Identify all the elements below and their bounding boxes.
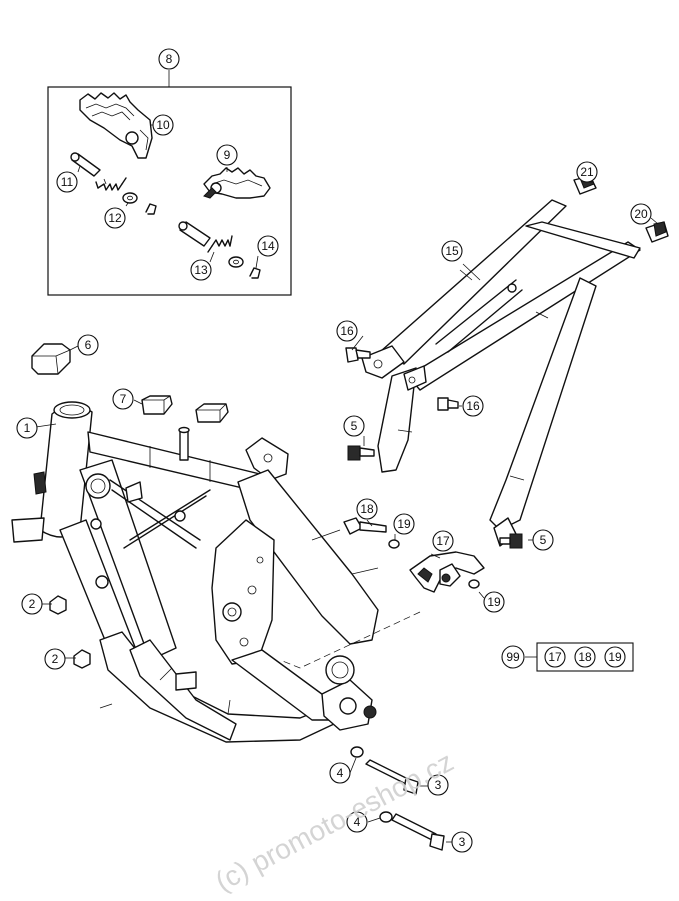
svg-text:15: 15 xyxy=(445,244,459,258)
washer-right xyxy=(228,256,244,268)
svg-text:3: 3 xyxy=(435,778,442,792)
main-frame xyxy=(11,401,379,743)
pin-left xyxy=(70,152,101,177)
svg-text:3: 3 xyxy=(459,835,466,849)
callout-20: 20 xyxy=(630,203,652,225)
svg-text:19: 19 xyxy=(487,595,501,609)
footpeg-kit-box xyxy=(47,86,292,296)
callout-6: 6 xyxy=(77,334,99,356)
plug-parts xyxy=(141,395,229,423)
chain-guide-group xyxy=(343,517,485,593)
svg-text:16: 16 xyxy=(340,324,354,338)
callout-8: 8 xyxy=(158,48,180,70)
kit-item-19: 19 xyxy=(604,646,626,668)
svg-text:5: 5 xyxy=(540,533,547,547)
callout-18: 18 xyxy=(356,498,378,520)
svg-text:12: 12 xyxy=(108,211,122,225)
clip-left xyxy=(145,203,157,215)
callout-21: 21 xyxy=(576,161,598,183)
svg-text:6: 6 xyxy=(85,338,92,352)
callout-4-lower: 4 xyxy=(346,811,368,833)
spring-right xyxy=(207,235,233,253)
callout-12: 12 xyxy=(104,207,126,229)
callout-13: 13 xyxy=(190,259,212,281)
svg-text:21: 21 xyxy=(580,165,594,179)
callout-2-lower: 2 xyxy=(44,648,66,670)
nuts xyxy=(49,595,91,669)
callout-2-upper: 2 xyxy=(21,593,43,615)
swingarm-bolts xyxy=(350,746,445,851)
svg-text:18: 18 xyxy=(578,650,592,664)
svg-text:20: 20 xyxy=(634,207,648,221)
end-caps xyxy=(573,175,669,243)
svg-text:11: 11 xyxy=(61,175,74,189)
svg-text:13: 13 xyxy=(194,263,208,277)
svg-text:99: 99 xyxy=(506,650,520,664)
svg-text:17: 17 xyxy=(548,650,562,664)
footpeg-left xyxy=(79,92,153,159)
callout-19-upper: 19 xyxy=(393,513,415,535)
svg-text:9: 9 xyxy=(224,148,231,162)
callout-5-lower: 5 xyxy=(532,529,554,551)
clip-right xyxy=(249,267,261,279)
callout-7: 7 xyxy=(112,388,134,410)
callout-5-upper: 5 xyxy=(343,415,365,437)
svg-text:4: 4 xyxy=(354,815,361,829)
washer-left xyxy=(122,192,138,204)
svg-text:16: 16 xyxy=(466,399,480,413)
callout-17: 17 xyxy=(432,530,454,552)
svg-text:8: 8 xyxy=(166,52,173,66)
svg-text:1: 1 xyxy=(24,421,31,435)
kit-99-box: 99 17 18 19 xyxy=(501,642,634,672)
svg-text:2: 2 xyxy=(52,652,59,666)
callout-10: 10 xyxy=(152,114,174,136)
callout-3-lower: 3 xyxy=(451,831,473,853)
callout-9: 9 xyxy=(216,144,238,166)
svg-text:4: 4 xyxy=(337,766,344,780)
callout-19-lower: 19 xyxy=(483,591,505,613)
callout-15: 15 xyxy=(441,240,463,262)
callout-1: 1 xyxy=(16,417,38,439)
kit-item-18: 18 xyxy=(574,646,596,668)
svg-text:19: 19 xyxy=(608,650,622,664)
svg-text:17: 17 xyxy=(436,534,450,548)
svg-text:18: 18 xyxy=(360,502,374,516)
svg-text:7: 7 xyxy=(120,392,127,406)
subframe-bolts xyxy=(345,347,523,549)
svg-text:5: 5 xyxy=(351,419,358,433)
kit-item-17: 17 xyxy=(544,646,566,668)
callout-16-right: 16 xyxy=(462,395,484,417)
cap-part xyxy=(31,343,71,375)
callout-11: 11 xyxy=(56,171,78,193)
callout-14: 14 xyxy=(257,235,279,257)
footpeg-kit-group xyxy=(47,70,292,296)
svg-text:14: 14 xyxy=(261,239,275,253)
callout-99: 99 xyxy=(501,645,525,669)
svg-text:10: 10 xyxy=(156,118,170,132)
callout-4-upper: 4 xyxy=(329,762,351,784)
leader-lines xyxy=(35,165,659,843)
footpeg-right xyxy=(203,167,271,199)
spring-left xyxy=(95,177,127,191)
callout-16-upper: 16 xyxy=(336,320,358,342)
subframe xyxy=(361,199,641,547)
svg-text:2: 2 xyxy=(29,597,36,611)
callout-3-upper: 3 xyxy=(427,774,449,796)
svg-text:19: 19 xyxy=(397,517,411,531)
pin-right xyxy=(178,221,211,247)
